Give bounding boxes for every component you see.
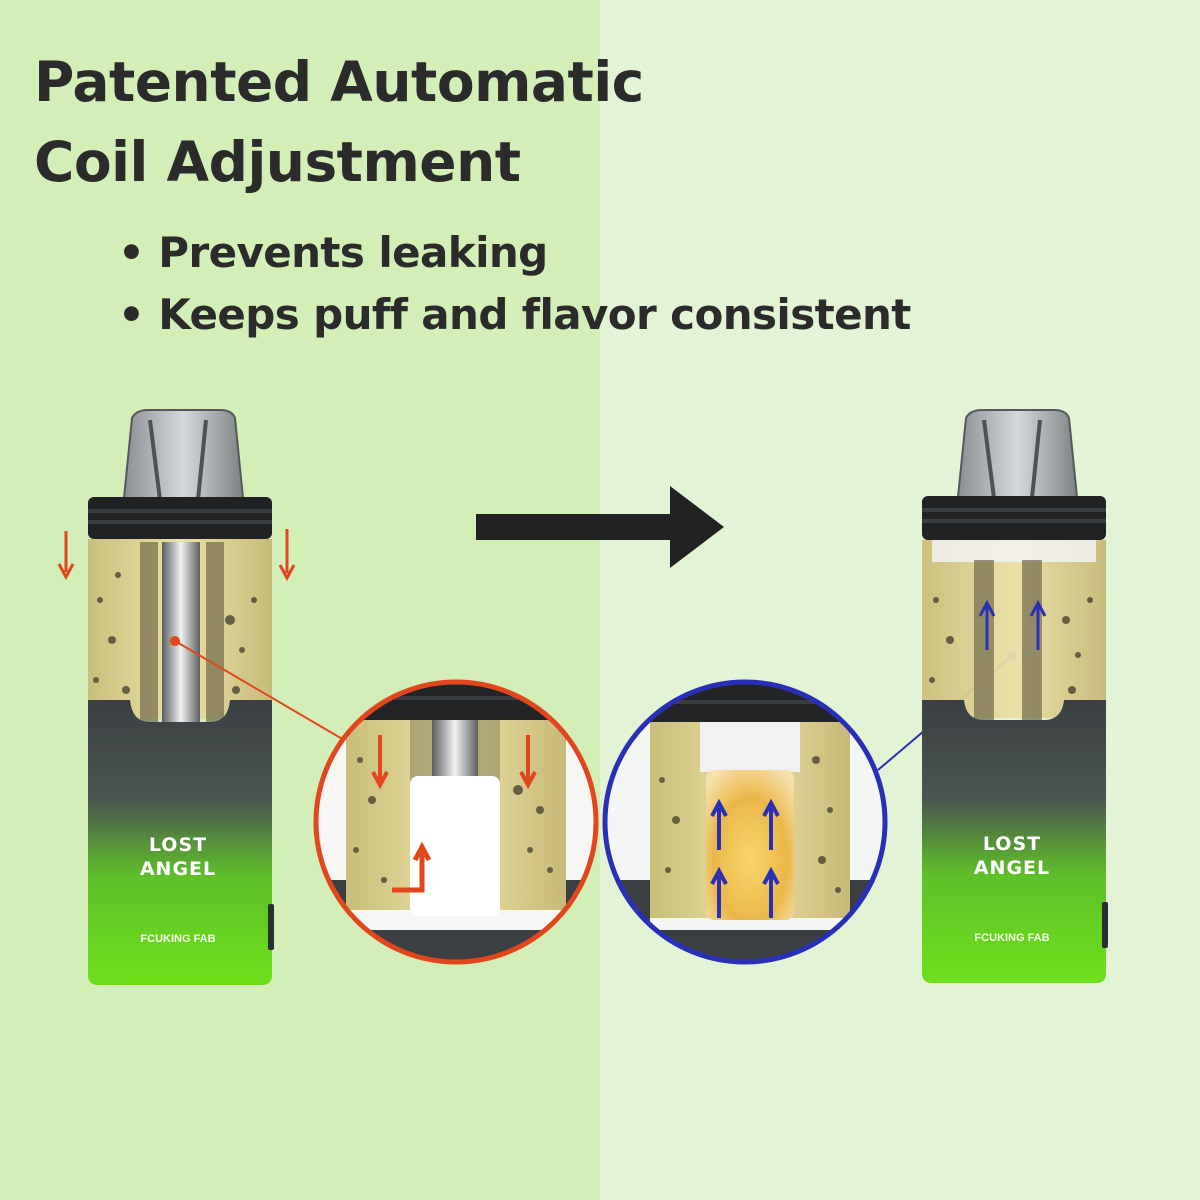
mouthpiece [122, 409, 245, 499]
brand-line-2: ANGEL [974, 857, 1050, 879]
zoom-view-after [602, 679, 888, 965]
arrow-up-icon [710, 866, 728, 918]
benefit-item-prevents-leaking: Prevents leaking [118, 222, 911, 284]
arrow-right-icon [476, 486, 724, 568]
arrow-up-icon [710, 798, 728, 850]
zoom-view-before [313, 679, 599, 965]
benefit-item-consistent-flavor: Keeps puff and flavor consistent [118, 284, 911, 346]
device-after: LOST ANGEL FCUKING FAB [922, 409, 1108, 983]
flavor-label: FCUKING FAB [140, 933, 215, 945]
arrow-up-icon [762, 866, 780, 918]
top-cap [88, 497, 272, 539]
flavor-label: FCUKING FAB [974, 932, 1049, 944]
headline-line-1: Patented Automatic [34, 50, 644, 114]
e-liquid-tank [922, 540, 1106, 718]
device-before: LOST ANGEL FCUKING FAB [57, 409, 296, 985]
arrow-down-icon [57, 531, 75, 581]
brand-line-2: ANGEL [140, 858, 216, 880]
device-body [88, 700, 272, 985]
arrow-down-icon [278, 529, 296, 582]
cotton-wick [410, 776, 500, 916]
headline-line-2: Coil Adjustment [34, 130, 521, 194]
arrow-up-icon [978, 599, 996, 650]
brand-line-1: LOST [149, 834, 207, 856]
benefit-list: Prevents leaking Keeps puff and flavor c… [118, 222, 911, 346]
headline: Patented Automatic Coil Adjustment [34, 42, 644, 202]
mouthpiece [956, 409, 1079, 498]
arrow-down-icon [371, 735, 389, 790]
arrow-up-icon [762, 798, 780, 850]
device-body [922, 700, 1106, 983]
arrow-up-icon [392, 841, 432, 893]
arrow-down-icon [519, 735, 537, 790]
callout-line-before [174, 640, 345, 741]
arrow-up-icon [1029, 599, 1047, 650]
brand-line-1: LOST [983, 833, 1041, 855]
top-cap [922, 496, 1106, 540]
